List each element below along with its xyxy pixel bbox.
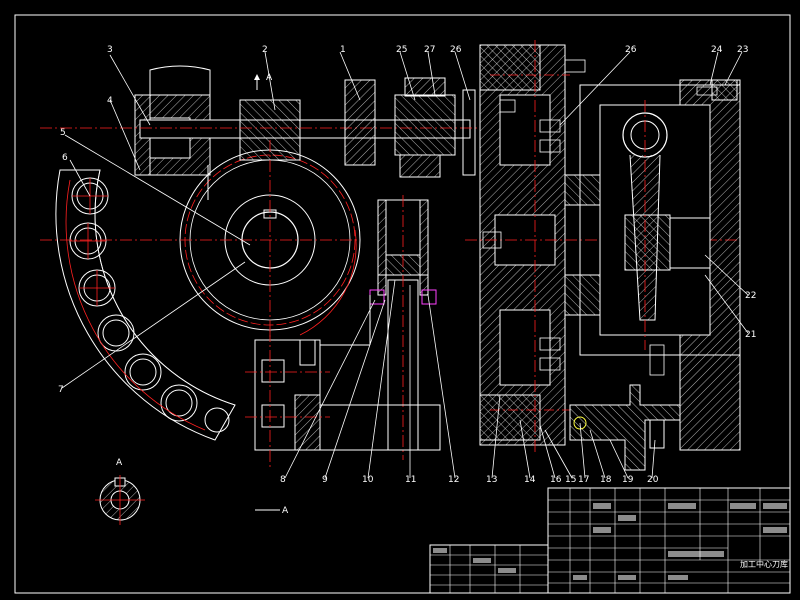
part-label-14: 14 (524, 475, 536, 485)
section-arrow-label-bottom: A (282, 506, 289, 516)
part-label-9: 9 (322, 475, 328, 485)
part-label-20: 20 (647, 475, 659, 485)
part-label-25: 25 (396, 45, 407, 55)
part-label-8: 8 (280, 475, 286, 485)
section-a-detail: A (95, 458, 145, 525)
worm-gear-assembly (40, 65, 480, 340)
cylinder-assembly (245, 195, 441, 470)
part-label-19: 19 (622, 475, 634, 485)
drawing-border (14, 14, 791, 594)
title-block: 加工中心刀库 (429, 487, 791, 594)
part-label-7: 7 (58, 385, 64, 395)
part-label-10: 10 (362, 475, 374, 485)
part-label-4: 4 (107, 96, 113, 106)
part-label-22: 22 (745, 291, 756, 301)
part-label-1: 1 (340, 45, 346, 55)
main-housing (465, 40, 741, 471)
part-label-16: 16 (550, 475, 562, 485)
section-label-top: A (116, 458, 123, 468)
part-label-11: 11 (405, 475, 416, 485)
part-label-17: 17 (578, 475, 589, 485)
part-label-3: 3 (107, 45, 113, 55)
part-label-2: 2 (262, 45, 268, 55)
part-label-24: 24 (711, 45, 723, 55)
part-label-27: 27 (424, 45, 435, 55)
part-label-15: 15 (565, 475, 576, 485)
part-label-13: 13 (486, 475, 497, 485)
title-block-title: 加工中心刀库 (740, 559, 788, 569)
part-label-5: 5 (60, 128, 66, 138)
part-labels: 1 2 3 4 5 6 7 8 9 10 11 12 13 14 15 16 1… (58, 45, 756, 485)
leader-lines (61, 51, 749, 479)
part-label-26b: 26 (450, 45, 462, 55)
part-label-12: 12 (448, 475, 459, 485)
part-label-21: 21 (745, 330, 756, 340)
part-label-23: 23 (737, 45, 748, 55)
part-label-6: 6 (62, 153, 68, 163)
part-label-18: 18 (600, 475, 612, 485)
part-label-26: 26 (625, 45, 637, 55)
